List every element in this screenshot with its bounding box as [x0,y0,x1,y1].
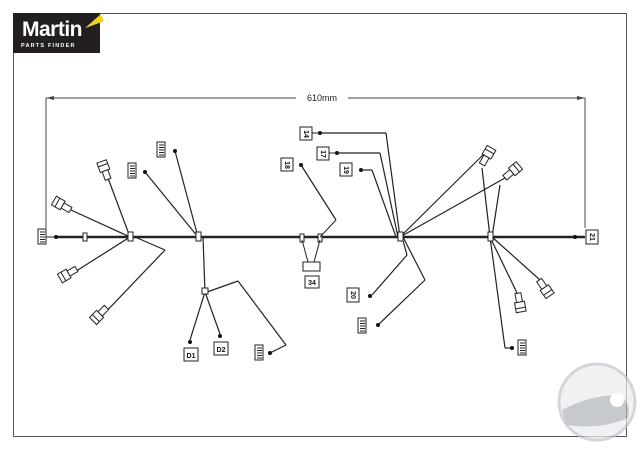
connector-20: 20 [346,287,372,303]
label-34: 34 [308,280,316,287]
martin-watermark-icon [557,362,637,442]
connector-21: 21 [573,229,599,245]
cable-clip [201,287,209,295]
svg-text:18: 18 [283,161,290,169]
logo-subtitle: PARTS FINDER [21,43,76,49]
svg-text:17: 17 [319,150,326,158]
svg-text:D1: D1 [187,353,196,360]
connector-left-header [37,228,58,245]
branch-3 [300,132,506,326]
connector-17: 17 [316,146,339,161]
faston-terminal [56,264,80,284]
pin-header-connector [357,317,380,334]
svg-text:D2: D2 [217,347,226,354]
connector-18: 18 [280,157,303,172]
faston-terminal [512,291,527,314]
faston-terminal [89,303,111,325]
pin-header-connector [156,141,177,158]
svg-text:19: 19 [342,166,349,174]
logo-brand: Martin [22,18,83,41]
svg-text:20: 20 [349,291,356,299]
cable-clip [487,231,494,242]
pin-header-connector [127,162,147,179]
cable-clip [397,231,404,242]
cable-clip [127,231,134,242]
martin-parts-finder-logo: Martin PARTS FINDER [13,13,104,53]
faston-terminal [96,159,114,182]
branch-4 [481,167,541,349]
connector-d1: D1 [183,340,199,362]
dimension-label: 610mm [307,93,337,103]
drawing-frame [13,13,627,437]
faston-terminal [534,276,555,300]
branch-2 [144,150,287,354]
dimension-610mm: 610mm [45,92,586,228]
connector-14: 14 [299,126,322,141]
cable-clip [82,232,88,242]
branch-1 [59,169,166,319]
faston-terminal [50,195,74,215]
connector-19: 19 [339,162,363,177]
pin-header-connector [254,344,272,361]
svg-text:21: 21 [588,233,595,241]
connector-d2: D2 [213,334,229,356]
cable-clip [195,231,202,242]
pin-header-connector [510,339,527,356]
svg-text:14: 14 [302,130,309,138]
connector-34 [299,219,337,289]
faston-terminal [477,144,497,168]
